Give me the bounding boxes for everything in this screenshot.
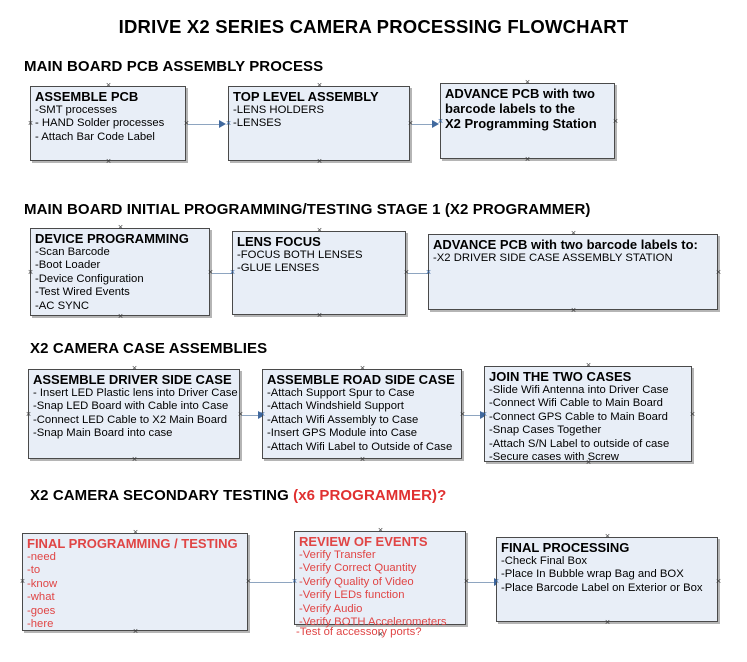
flow-box-item: -Attach S/N Label to outside of case bbox=[489, 437, 670, 450]
flow-box-item: -GLUE LENSES bbox=[237, 262, 320, 275]
flow-box-item: -LENSES bbox=[233, 117, 282, 130]
flow-box-item: -Insert GPS Module into Case bbox=[267, 427, 418, 440]
section-heading-main-board-pcb-assembly: MAIN BOARD PCB ASSEMBLY PROCESS bbox=[24, 58, 323, 75]
flow-box-item: -Attach Wifi Label to Outside of Case bbox=[267, 440, 453, 453]
flow-box-item: -Attach Windshield Support bbox=[267, 400, 404, 413]
flow-box-join-the-two-cases[interactable]: JOIN THE TWO CASES -Slide Wifi Antenna i… bbox=[484, 366, 692, 464]
connector-arrow-head bbox=[432, 119, 439, 128]
flow-box-item: -Place Barcode Label on Exterior or Box bbox=[501, 581, 703, 594]
flow-box-item: -Verify LEDs function bbox=[299, 589, 405, 602]
connector-line[interactable] bbox=[408, 273, 430, 274]
flow-box-item: -Slide Wifi Antenna into Driver Case bbox=[489, 384, 669, 396]
flow-box-item: -X2 DRIVER SIDE CASE ASSEMBLY STATION bbox=[433, 252, 673, 264]
flow-box-item: -here bbox=[27, 618, 54, 631]
flow-box-final-processing[interactable]: FINAL PROCESSING -Check Final Box -Place… bbox=[496, 537, 718, 622]
flow-box-assemble-road-side-case[interactable]: ASSEMBLE ROAD SIDE CASE -Attach Support … bbox=[262, 369, 462, 459]
flow-box-item: -Check Final Box bbox=[501, 555, 588, 567]
flow-box-item: -need bbox=[27, 551, 56, 563]
flow-box-item: -know bbox=[27, 577, 58, 590]
flow-box-item: -FOCUS BOTH LENSES bbox=[237, 249, 363, 261]
page-title: IDRIVE X2 SERIES CAMERA PROCESSING FLOWC… bbox=[118, 16, 629, 37]
flow-box-item: -to bbox=[27, 564, 41, 577]
flow-box-top-level-assembly[interactable]: TOP LEVEL ASSEMBLY -LENS HOLDERS -LENSES bbox=[228, 86, 410, 161]
flow-box-title: TOP LEVEL ASSEMBLY bbox=[233, 89, 379, 104]
flow-box-overflow-item: -Test of accessory ports? bbox=[296, 626, 422, 638]
flow-box-item: -SMT processes bbox=[35, 104, 118, 116]
flow-box-title: ADVANCE PCB with two barcode labels to: bbox=[433, 237, 698, 252]
flow-box-review-of-events[interactable]: REVIEW OF EVENTS -Verify Transfer -Verif… bbox=[294, 531, 466, 628]
flow-box-item: -LENS HOLDERS bbox=[233, 104, 325, 116]
connector-arrow-head bbox=[219, 119, 226, 128]
flow-box-item: -Verify BOTH Accelerometers bbox=[299, 616, 447, 629]
flow-box-item: -AC SYNC bbox=[35, 299, 89, 312]
section-heading-main-board-initial-programming: MAIN BOARD INITIAL PROGRAMMING/TESTING S… bbox=[24, 201, 591, 218]
flow-box-title: FINAL PROGRAMMING / TESTING bbox=[27, 536, 238, 551]
flow-box-title: ASSEMBLE ROAD SIDE CASE bbox=[267, 372, 455, 387]
flow-box-title-line: X2 Programming Station bbox=[445, 116, 597, 131]
flow-box-item: -Attach Wifi Assembly to Case bbox=[267, 413, 419, 426]
connector-line[interactable] bbox=[242, 415, 260, 416]
flow-box-item: -Snap LED Board with Cable into Case bbox=[33, 400, 229, 413]
section-heading-x2-camera-secondary-testing: X2 CAMERA SECONDARY TESTING (x6 PROGRAMM… bbox=[30, 487, 446, 504]
section-heading-x2-camera-case-assemblies: X2 CAMERA CASE ASSEMBLIES bbox=[30, 340, 267, 357]
flow-box-item: -Connect LED Cable to X2 Main Board bbox=[33, 413, 228, 426]
flow-box-item: - Insert LED Plastic lens into Driver Ca… bbox=[33, 387, 238, 399]
flow-box-item: -Verify Correct Quantity bbox=[299, 562, 417, 575]
connector-line[interactable] bbox=[468, 582, 496, 583]
flow-box-item: -Verify Transfer bbox=[299, 549, 376, 561]
flow-box-title: DEVICE PROGRAMMING bbox=[35, 231, 189, 246]
flow-box-item: -Verify Quality of Video bbox=[299, 575, 414, 588]
flow-box-assemble-pcb[interactable]: ASSEMBLE PCB -SMT processes - HAND Solde… bbox=[30, 86, 186, 161]
section-heading-text: X2 CAMERA SECONDARY TESTING bbox=[30, 487, 294, 504]
flow-box-final-programming-testing[interactable]: FINAL PROGRAMMING / TESTING -need -to -k… bbox=[22, 533, 248, 631]
section-heading-text: X2 CAMERA CASE ASSEMBLIES bbox=[30, 340, 268, 357]
flow-box-item: -Verify Audio bbox=[299, 602, 363, 615]
flow-box-item: -Boot Loader bbox=[35, 259, 101, 272]
connector-line[interactable] bbox=[250, 582, 292, 583]
flow-box-item: -Scan Barcode bbox=[35, 246, 110, 258]
flow-box-item: -Connect GPS Cable to Main Board bbox=[489, 410, 668, 423]
flow-box-item: -Place In Bubble wrap Bag and BOX bbox=[501, 568, 684, 581]
flow-box-lens-focus[interactable]: LENS FOCUS -FOCUS BOTH LENSES -GLUE LENS… bbox=[232, 231, 406, 315]
connector-line[interactable] bbox=[212, 273, 234, 274]
section-heading-text: MAIN BOARD INITIAL PROGRAMMING/TESTING S… bbox=[24, 201, 591, 218]
connector-arrow-head bbox=[258, 410, 265, 419]
connector-line[interactable] bbox=[188, 124, 220, 125]
flow-box-title: ASSEMBLE DRIVER SIDE CASE bbox=[33, 372, 232, 387]
flow-box-advance-pcb-driver-side-station[interactable]: ADVANCE PCB with two barcode labels to: … bbox=[428, 234, 718, 310]
flow-box-title: JOIN THE TWO CASES bbox=[489, 369, 632, 384]
flow-box-item: -Test Wired Events bbox=[35, 286, 130, 299]
flow-box-item: - Attach Bar Code Label bbox=[35, 130, 155, 143]
connector-line[interactable] bbox=[412, 124, 434, 125]
connector-arrow-head bbox=[480, 410, 487, 419]
flow-box-title: REVIEW OF EVENTS bbox=[299, 534, 428, 549]
flow-box-title: LENS FOCUS bbox=[237, 234, 321, 249]
flow-box-item: -Snap Cases Together bbox=[489, 424, 602, 437]
flow-box-item: - HAND Solder processes bbox=[35, 117, 165, 130]
flow-box-title: FINAL PROCESSING bbox=[501, 540, 630, 555]
flow-box-assemble-driver-side-case[interactable]: ASSEMBLE DRIVER SIDE CASE - Insert LED P… bbox=[28, 369, 240, 459]
flow-box-item: -goes bbox=[27, 604, 56, 617]
flow-box-title: ADVANCE PCB with two bbox=[445, 86, 595, 101]
flow-box-item: -Connect Wifi Cable to Main Board bbox=[489, 397, 663, 410]
flow-box-item: -Device Configuration bbox=[35, 272, 144, 285]
connector-line[interactable] bbox=[464, 415, 482, 416]
section-heading-text: MAIN BOARD PCB ASSEMBLY PROCESS bbox=[24, 58, 324, 75]
flow-box-item: -Snap Main Board into case bbox=[33, 427, 173, 440]
flow-box-item: -Attach Support Spur to Case bbox=[267, 387, 415, 399]
flow-box-device-programming[interactable]: DEVICE PROGRAMMING -Scan Barcode -Boot L… bbox=[30, 228, 210, 316]
flow-box-item: -Secure cases with Screw bbox=[489, 451, 619, 464]
flow-box-title-line: barcode labels to the bbox=[445, 101, 576, 116]
flow-box-advance-pcb-programming-station[interactable]: ADVANCE PCB with two barcode labels to t… bbox=[440, 83, 615, 159]
flow-box-item: -what bbox=[27, 591, 55, 604]
section-heading-accent: (x6 PROGRAMMER)? bbox=[293, 487, 447, 504]
flow-box-title: ASSEMBLE PCB bbox=[35, 89, 139, 104]
